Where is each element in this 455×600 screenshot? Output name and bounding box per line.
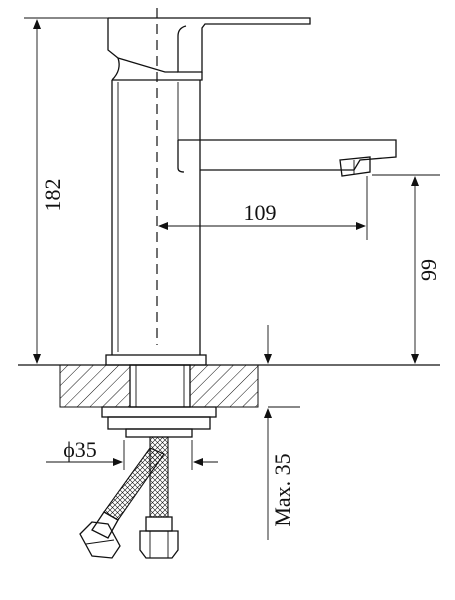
dimension-label-max: Max. 35 (270, 453, 295, 526)
faucet-body (101, 17, 397, 438)
dimension-label-109: 109 (244, 200, 277, 225)
dimension-label-diameter: ϕ35 (63, 437, 97, 462)
countertop-section (18, 364, 440, 408)
dimension-label-99: 99 (416, 259, 441, 281)
dimension-max-thickness: Max. 35 (264, 325, 300, 540)
dimension-hole-diameter: ϕ35 (46, 437, 218, 470)
dimension-spout-height: 99 (372, 174, 441, 364)
supply-hoses (79, 436, 179, 559)
dimension-label-182: 182 (40, 179, 65, 212)
dimension-spout-reach: 109 (158, 176, 368, 240)
dimension-height-total: 182 (24, 17, 108, 364)
